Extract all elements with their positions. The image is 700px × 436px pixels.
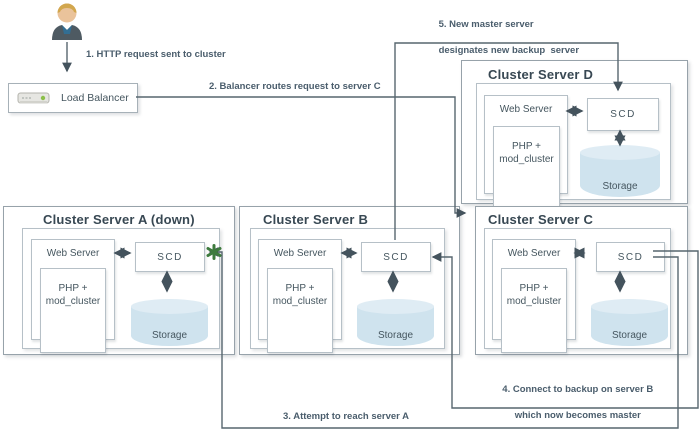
storage-label-b: Storage [377,330,414,341]
scd-box-c: SCD [596,242,665,272]
annotation-step5-line1: 5. New master server [438,19,534,30]
php-mod-cluster-box-d: PHP + mod_cluster [493,126,560,207]
web-server-label-a: Web Server [46,248,100,259]
php-label-a-line1: PHP + [58,283,88,294]
web-server-label-d: Web Server [499,104,553,115]
annotation-step5-line2: designates new backup server [438,45,580,56]
web-server-box-c: Web Server PHP + mod_cluster [492,239,576,353]
annotation-step3: 3. Attempt to reach server A [283,411,410,422]
web-server-box-b: Web Server PHP + mod_cluster [258,239,342,353]
scd-label-a: SCD [157,251,183,263]
cluster-server-c-title: Cluster Server C [488,212,594,227]
web-server-label-c: Web Server [507,248,561,259]
php-label-d-line1: PHP + [512,141,541,152]
scd-label-b: SCD [383,251,409,263]
php-label-b-line1: PHP + [285,283,315,294]
annotation-step4-line1: 4. Connect to backup on server B [502,384,654,395]
annotation-step4: 4. Connect to backup on server B which n… [480,370,665,435]
php-label-d-line2: mod_cluster [499,154,554,165]
storage-label-d: Storage [602,181,638,192]
load-balancer-icon [17,92,50,104]
storage-cylinder-b: Storage [357,299,434,346]
php-label-c-line1: PHP + [519,283,549,294]
php-label-c-line2: mod_cluster [506,296,562,307]
scd-label-d: SCD [610,109,636,120]
cluster-server-a-title: Cluster Server A (down) [43,212,195,227]
php-mod-cluster-box-c: PHP + mod_cluster [501,268,567,353]
web-server-box-d: Web Server PHP + mod_cluster [484,95,568,207]
storage-cylinder-c: Storage [591,299,668,346]
php-label-b-line2: mod_cluster [272,296,328,307]
cluster-server-d-body: Web Server PHP + mod_cluster SCD Storage [476,83,671,207]
scd-box-a: SCD [135,242,205,272]
annotation-step4-line2: which now becomes master [514,410,641,421]
cluster-server-d-title: Cluster Server D [488,67,594,82]
storage-cylinder-a: Storage [131,299,208,346]
cluster-server-a-body: Web Server PHP + mod_cluster SCD Storage [22,228,220,353]
load-balancer-node: Load Balancer [8,83,138,113]
cluster-server-c: Cluster Server C Web Server PHP + mod_cl… [475,206,688,355]
php-label-a-line2: mod_cluster [45,296,101,307]
php-mod-cluster-box-b: PHP + mod_cluster [267,268,333,353]
storage-label-c: Storage [611,330,648,341]
storage-cylinder-d: Storage [580,145,660,197]
annotation-step1: 1. HTTP request sent to cluster [86,49,226,60]
web-server-label-b: Web Server [273,248,327,259]
cluster-server-b: Cluster Server B Web Server PHP + mod_cl… [239,206,460,355]
annotation-step2: 2. Balancer routes request to server C [209,81,381,92]
scd-label-c: SCD [617,251,644,263]
user-icon [52,3,82,40]
cluster-server-b-title: Cluster Server B [263,212,369,227]
storage-label-a: Storage [151,330,188,341]
load-balancer-label: Load Balancer [61,92,129,104]
balancer-to-c-line [136,96,467,218]
cluster-server-b-body: Web Server PHP + mod_cluster SCD Storage [250,228,445,353]
scd-box-d: SCD [587,98,659,131]
cluster-server-a: Cluster Server A (down) Web Server PHP +… [3,206,235,355]
cluster-server-c-body: Web Server PHP + mod_cluster SCD Storage [484,228,671,353]
cluster-server-d: Cluster Server D Web Server PHP + mod_cl… [461,60,688,207]
web-server-box-a: Web Server PHP + mod_cluster [31,239,115,353]
scd-box-b: SCD [361,242,431,272]
php-mod-cluster-box-a: PHP + mod_cluster [40,268,106,353]
